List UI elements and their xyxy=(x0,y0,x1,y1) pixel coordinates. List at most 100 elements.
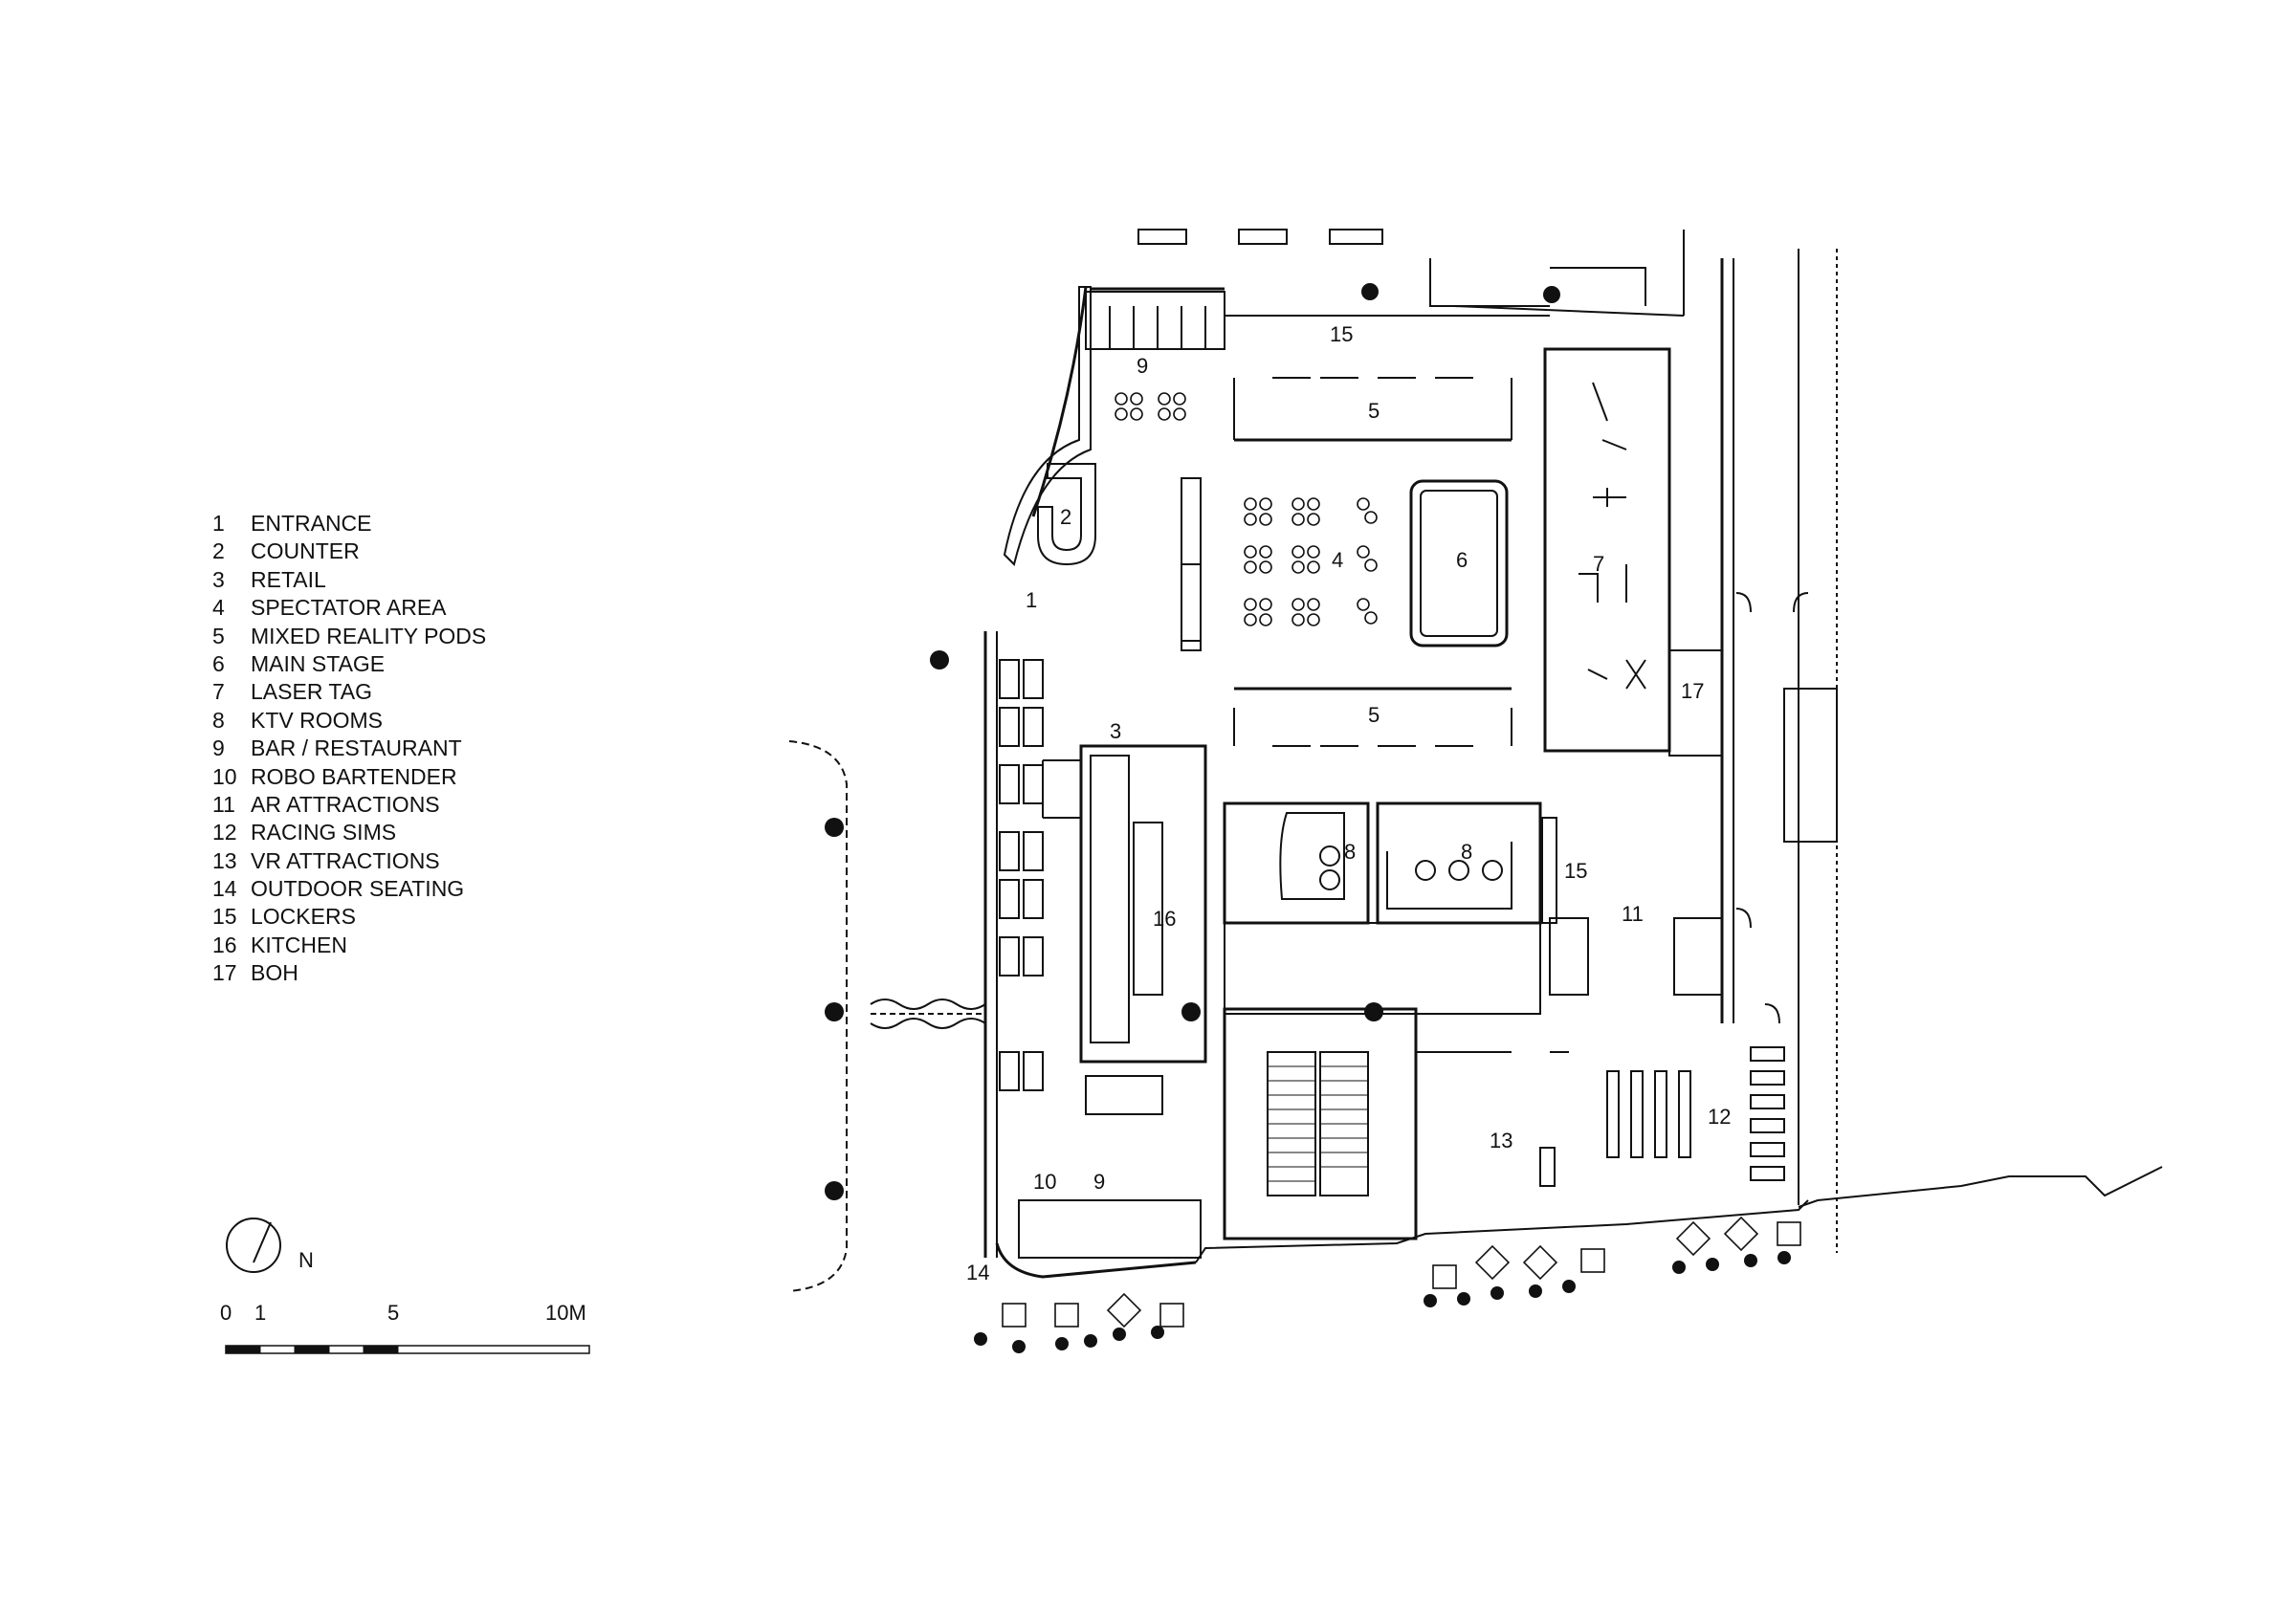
legend-item-number: 9 xyxy=(212,735,225,761)
legend-item: 9 BAR / RESTAURANT xyxy=(212,735,486,762)
room-label-7: 7 xyxy=(1593,552,1604,576)
legend-item-label: BOH xyxy=(251,960,298,986)
room-label-3: 3 xyxy=(1110,719,1121,743)
legend-item-number: 10 xyxy=(212,763,237,789)
legend-item-label: ENTRANCE xyxy=(251,511,372,536)
room-label-8a: 8 xyxy=(1344,840,1356,864)
scale-tick-5: 5 xyxy=(387,1301,400,1325)
legend-item-number: 5 xyxy=(212,623,225,648)
legend-item-number: 8 xyxy=(212,707,225,733)
boh-room xyxy=(1668,649,1723,757)
legend-item-label: KITCHEN xyxy=(251,932,347,957)
legend-item-label: MIXED REALITY PODS xyxy=(251,623,487,648)
vr-room xyxy=(1415,1051,1569,1229)
scale-tick-0: 0 xyxy=(220,1301,232,1325)
south-facade xyxy=(1195,1199,1809,1263)
south-facade-east xyxy=(1798,1166,2163,1208)
room-label-11: 11 xyxy=(1622,902,1644,926)
main-stage xyxy=(1409,479,1509,647)
legend-item-label: LOCKERS xyxy=(251,904,356,930)
table-clusters xyxy=(1002,392,1801,1328)
legend-item-label: SPECTATOR AREA xyxy=(251,595,447,621)
legend-item-label: COUNTER xyxy=(251,538,360,564)
bar-bottom xyxy=(1018,1199,1202,1259)
legend-item-number: 1 xyxy=(212,511,225,536)
entrance-doors xyxy=(870,999,986,1029)
legend-item: 13 VR ATTRACTIONS xyxy=(212,847,486,875)
room-label-17: 17 xyxy=(1681,679,1704,703)
room-label-10: 10 xyxy=(1033,1170,1056,1194)
room-label-5a: 5 xyxy=(1368,399,1380,423)
room-label-9b: 9 xyxy=(1093,1170,1105,1194)
canopy-outline xyxy=(788,740,848,1292)
columns xyxy=(825,283,1560,1200)
room-label-8b: 8 xyxy=(1461,840,1472,864)
legend-item-number: 15 xyxy=(212,904,237,930)
racing-sims xyxy=(1606,1046,1785,1181)
bar-top-shelf xyxy=(1085,291,1225,350)
legend-item: 3 RETAIL xyxy=(212,566,486,594)
room-label-14: 14 xyxy=(966,1261,989,1284)
legend-item-number: 11 xyxy=(212,791,235,817)
legend-item: 4 SPECTATOR AREA xyxy=(212,594,486,622)
lower-block xyxy=(1224,922,1541,1015)
north-arrow-icon xyxy=(226,1218,281,1273)
legend-item-label: BAR / RESTAURANT xyxy=(251,735,462,761)
legend-item: 5 MIXED REALITY PODS xyxy=(212,623,486,650)
legend-item: 7 LASER TAG xyxy=(212,678,486,706)
legend-item: 16 KITCHEN xyxy=(212,932,486,959)
exterior-wall xyxy=(1003,286,1092,566)
ktv-room-2 xyxy=(1376,801,1542,925)
counter xyxy=(1037,463,1096,566)
room-label-2: 2 xyxy=(1060,505,1071,529)
legend-item-number: 12 xyxy=(212,820,237,845)
room-label-12: 12 xyxy=(1708,1105,1731,1129)
legend-item: 10 ROBO BARTENDER xyxy=(212,763,486,791)
legend-item-label: KTV ROOMS xyxy=(251,707,384,733)
spectator-seating xyxy=(1181,477,1202,651)
vr-kiosk xyxy=(1539,1147,1556,1187)
room-label-15b: 15 xyxy=(1564,859,1587,883)
scale-tick-1: 1 xyxy=(254,1301,267,1325)
east-stair xyxy=(1783,688,1838,843)
legend-item: 17 BOH xyxy=(212,959,486,987)
legend-item-label: LASER TAG xyxy=(251,679,372,705)
legend-item-label: OUTDOOR SEATING xyxy=(251,876,465,902)
legend-item-number: 7 xyxy=(212,679,225,705)
legend-item-label: RETAIL xyxy=(251,566,326,592)
legend-item-number: 4 xyxy=(212,595,225,621)
legend-item-number: 13 xyxy=(212,847,237,873)
room-labels: 1 2 3 4 5 5 6 7 8 8 9 9 10 11 12 13 14 1… xyxy=(966,322,1731,1284)
legend-item-number: 2 xyxy=(212,538,225,564)
legend-item: 8 KTV ROOMS xyxy=(212,707,486,735)
room-label-4: 4 xyxy=(1332,548,1343,572)
legend-item-number: 6 xyxy=(212,650,225,676)
top-rooms xyxy=(1137,229,1383,245)
curved-facade xyxy=(1031,286,1088,517)
south-west-curve xyxy=(995,1242,1197,1279)
legend-item-label: ROBO BARTENDER xyxy=(251,763,457,789)
legend-item-number: 16 xyxy=(212,932,237,957)
laser-tag-room xyxy=(1543,347,1671,753)
room-label-6: 6 xyxy=(1456,548,1468,572)
booth-seating xyxy=(999,659,1044,1091)
legend-item: 12 RACING SIMS xyxy=(212,819,486,846)
north-wall-c xyxy=(1453,305,1685,317)
legend-item-label: VR ATTRACTIONS xyxy=(251,847,440,873)
legend-item-number: 3 xyxy=(212,566,225,592)
room-label-9a: 9 xyxy=(1137,354,1148,378)
scale-tick-10m: 10M xyxy=(545,1301,586,1325)
legend-item: 15 LOCKERS xyxy=(212,903,486,931)
room-label-1: 1 xyxy=(1026,588,1037,612)
room-label-13: 13 xyxy=(1490,1129,1512,1152)
kitchen xyxy=(1079,744,1207,1064)
room-label-15a: 15 xyxy=(1330,322,1353,346)
lockers-right xyxy=(1541,817,1557,924)
legend-item-number: 17 xyxy=(212,960,237,986)
legend-item-label: RACING SIMS xyxy=(251,820,397,845)
room-label-16: 16 xyxy=(1153,907,1176,931)
